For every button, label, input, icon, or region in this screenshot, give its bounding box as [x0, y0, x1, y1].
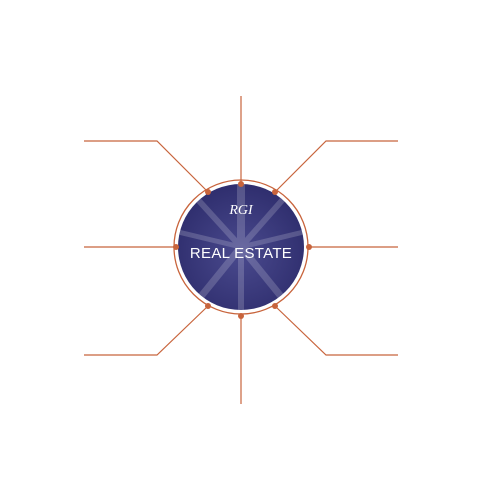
node-bottom-right: [272, 303, 278, 309]
ring-nodes: [173, 181, 312, 319]
hub-logo-mark: RGI: [228, 203, 254, 218]
hub-circle: RGI REAL ESTATE: [178, 184, 304, 310]
node-top: [238, 181, 244, 187]
hub-title: REAL ESTATE: [190, 245, 292, 262]
node-bottom: [238, 313, 244, 319]
connector-bottom-right: [274, 305, 398, 356]
connector-bottom-left: [84, 305, 209, 356]
node-top-left: [205, 189, 211, 195]
node-bottom-left: [205, 303, 211, 309]
node-right: [306, 244, 312, 250]
node-top-right: [272, 189, 278, 195]
connector-top-left: [84, 140, 209, 193]
connector-top-right: [274, 140, 398, 193]
node-left: [173, 244, 179, 250]
connector-lines: [84, 96, 398, 404]
